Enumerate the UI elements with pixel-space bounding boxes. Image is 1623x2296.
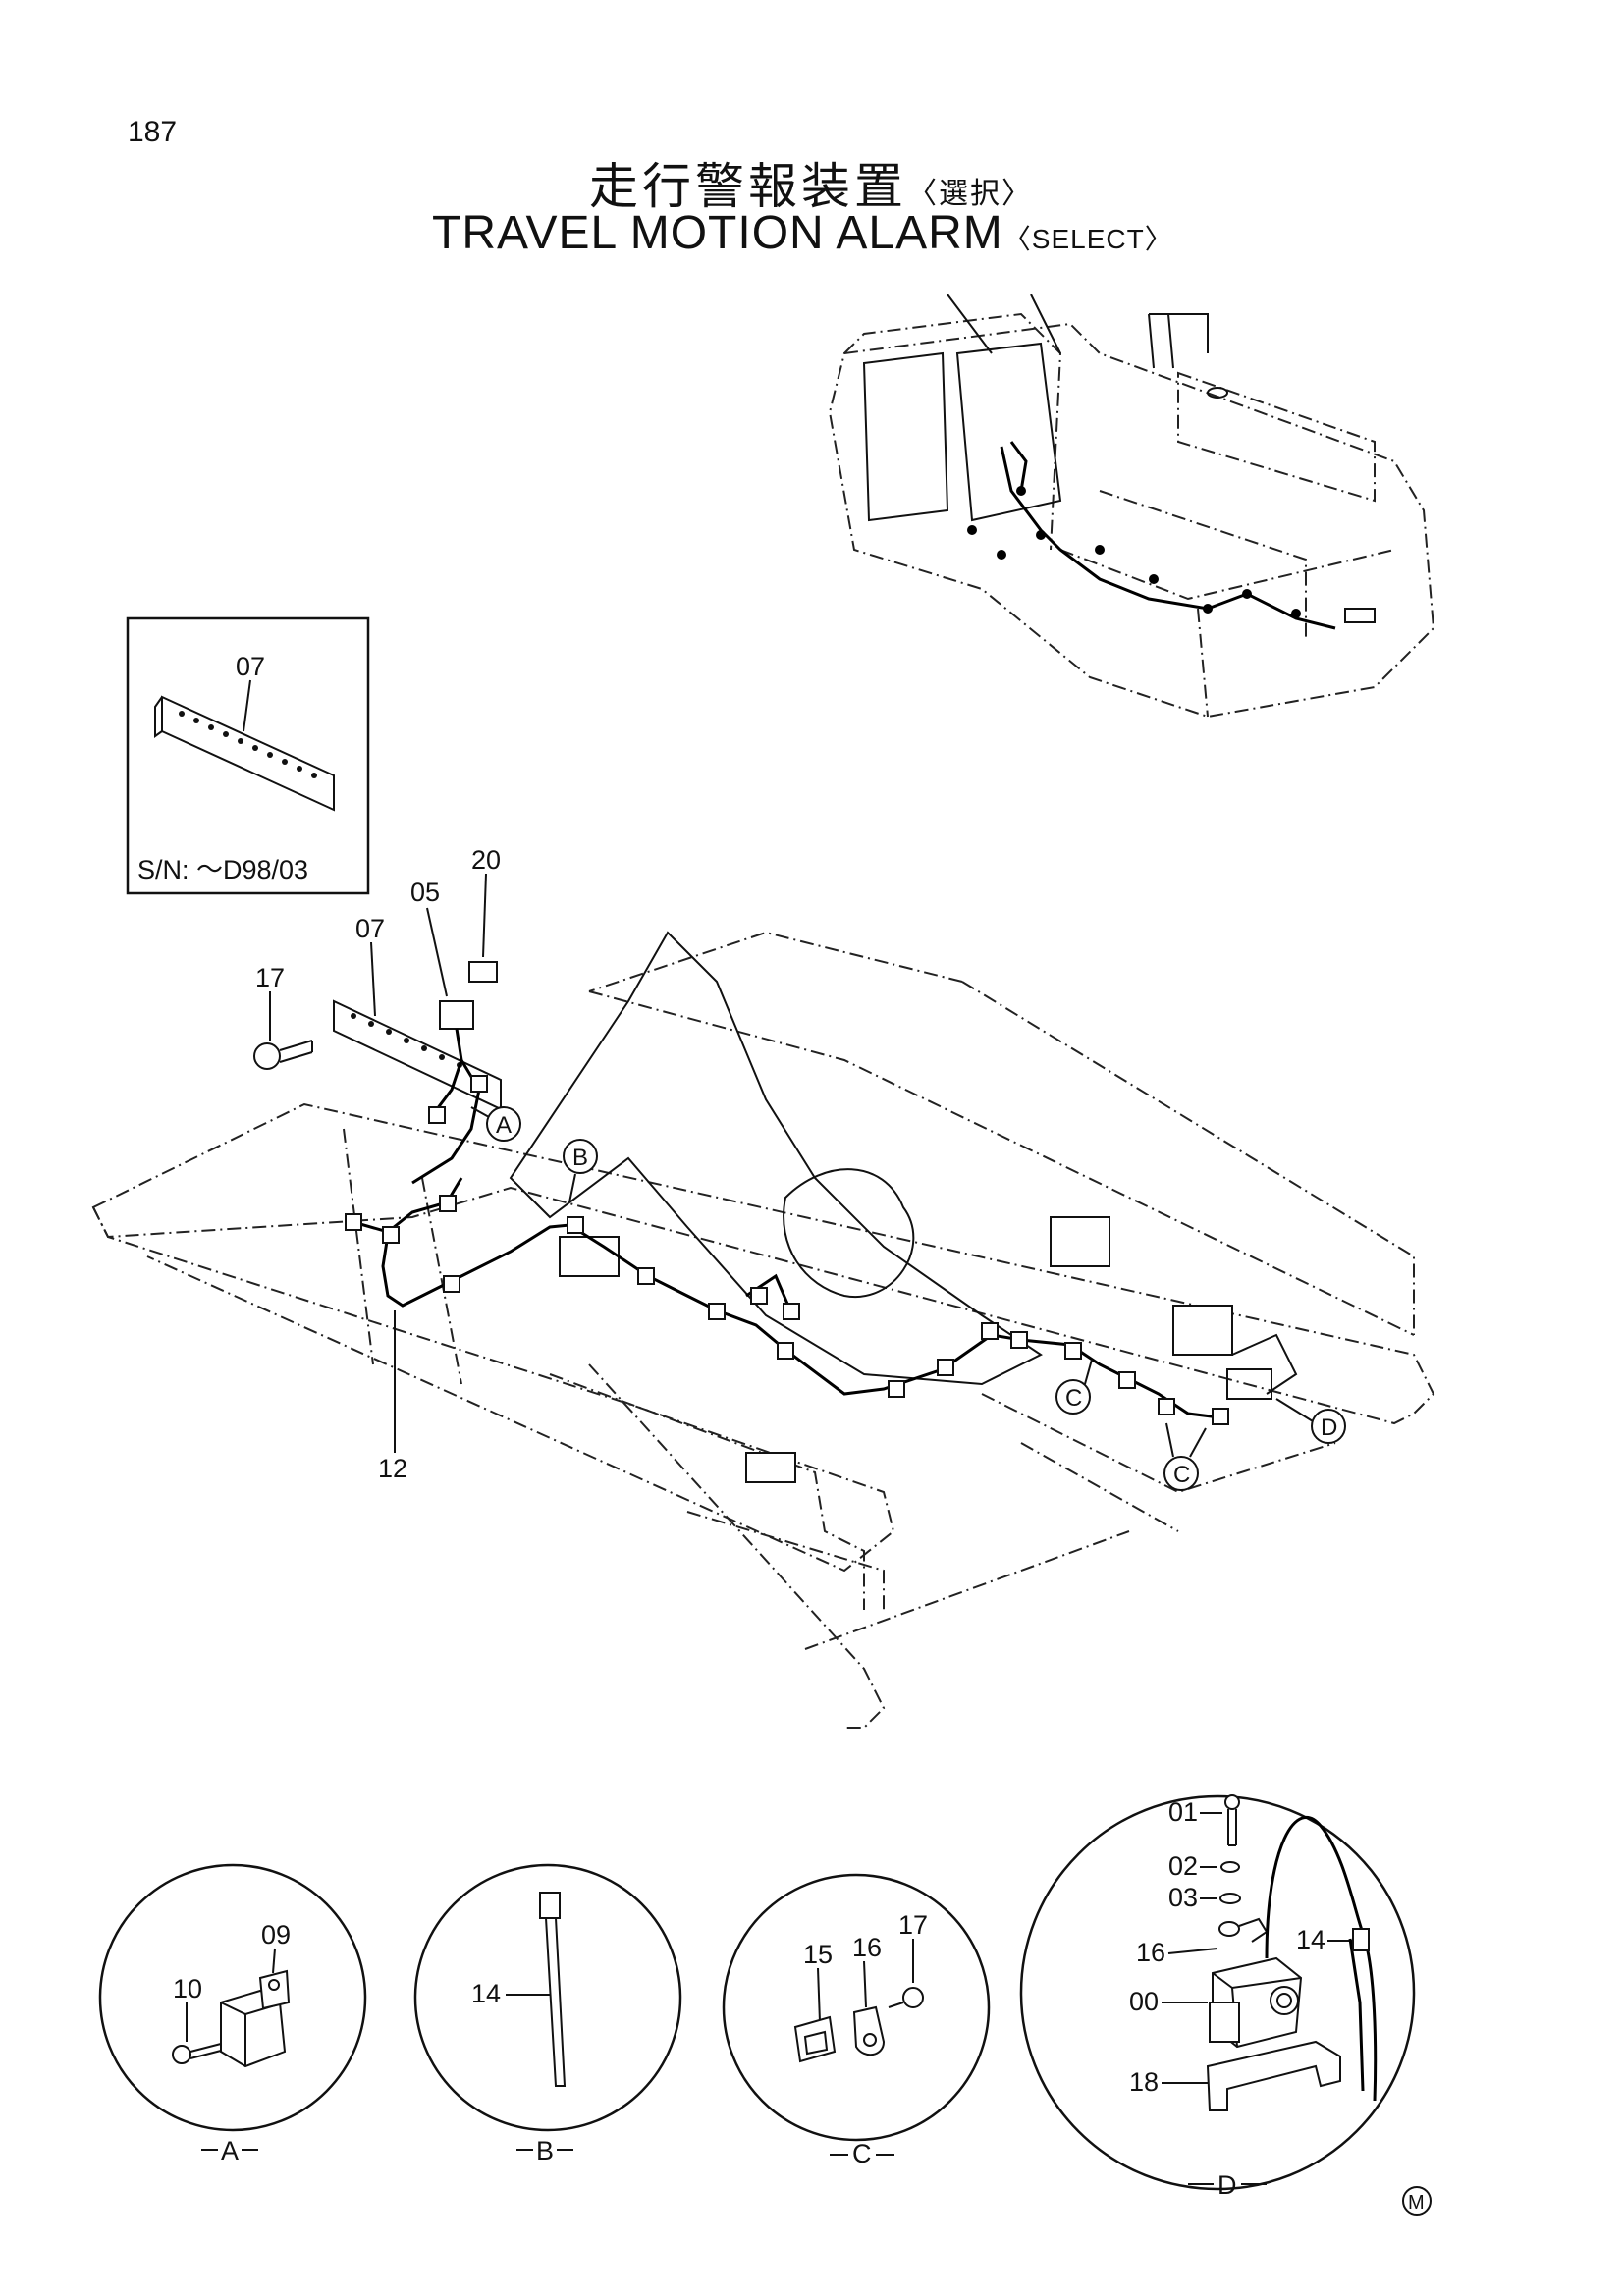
- detail-D-label: D: [1217, 2170, 1237, 2200]
- detail-B-label: B: [536, 2136, 554, 2165]
- ref-circle-C-1: C: [1065, 1385, 1082, 1412]
- detail-D-part-01: 01: [1168, 1797, 1198, 1827]
- ref-circle-D: D: [1321, 1415, 1337, 1441]
- bracket-assembly: [253, 961, 502, 1185]
- title-japanese: 走行警報装置〈選択〉: [589, 147, 1033, 218]
- inset-rail-holes: [179, 711, 317, 778]
- excavator-overview: [828, 294, 1435, 719]
- inset-part-label: 07: [236, 652, 265, 681]
- detail-C-label: C: [852, 2139, 872, 2168]
- detail-B: 14 B: [413, 1863, 682, 2165]
- detail-A: 09 10 A: [98, 1863, 367, 2165]
- ref-circle-B: B: [572, 1145, 588, 1171]
- ref-circle-C-2: C: [1173, 1462, 1190, 1488]
- detail-C-part-16: 16: [852, 1933, 882, 1962]
- wire-harness: [345, 1177, 1229, 1425]
- detail-B-part-14: 14: [471, 1979, 501, 2008]
- detail-C-part-17: 17: [898, 1910, 928, 1940]
- inset-serial-note: S/N: ～D98/03: [137, 855, 308, 884]
- detail-D-part-16: 16: [1136, 1938, 1165, 1967]
- detail-D-part-03: 03: [1168, 1883, 1198, 1912]
- detail-D: 01 02 03 16 14 00 18 D: [1019, 1794, 1416, 2200]
- title-en-sub: 〈SELECT〉: [1002, 224, 1173, 254]
- detail-A-label: A: [221, 2136, 239, 2165]
- detail-D-part-18: 18: [1129, 2067, 1159, 2097]
- callout-17: 17: [255, 963, 285, 992]
- callout-20: 20: [471, 845, 501, 875]
- inset-box: 07 S/N: ～D98/03: [126, 616, 370, 895]
- mark-letter: M: [1408, 2192, 1425, 2214]
- detail-D-part-00: 00: [1129, 1987, 1159, 2016]
- callout-12: 12: [378, 1454, 407, 1483]
- detail-A-part-10: 10: [173, 1974, 202, 2003]
- detail-D-part-02: 02: [1168, 1851, 1198, 1881]
- detail-C-part-15: 15: [803, 1940, 833, 1969]
- title-jp-sub: 〈選択〉: [907, 177, 1033, 211]
- callout-05: 05: [410, 878, 440, 907]
- main-callouts: 17 07 05 20 12 A B C C D: [255, 845, 1346, 1491]
- page-number: 187: [128, 116, 178, 148]
- detail-D-part-14: 14: [1296, 1925, 1325, 1954]
- detail-A-part-09: 09: [261, 1920, 291, 1949]
- detail-C: 15 16 17 C: [722, 1873, 991, 2168]
- circled-m-mark: M: [1402, 2186, 1432, 2216]
- undercarriage-frame: [91, 931, 1435, 1729]
- title-en-main: TRAVEL MOTION ALARM: [432, 207, 1003, 259]
- title-jp-main: 走行警報装置: [589, 158, 907, 215]
- ref-circle-A: A: [496, 1112, 512, 1139]
- title-english: TRAVEL MOTION ALARM〈SELECT〉: [432, 206, 1173, 260]
- callout-07: 07: [355, 914, 385, 943]
